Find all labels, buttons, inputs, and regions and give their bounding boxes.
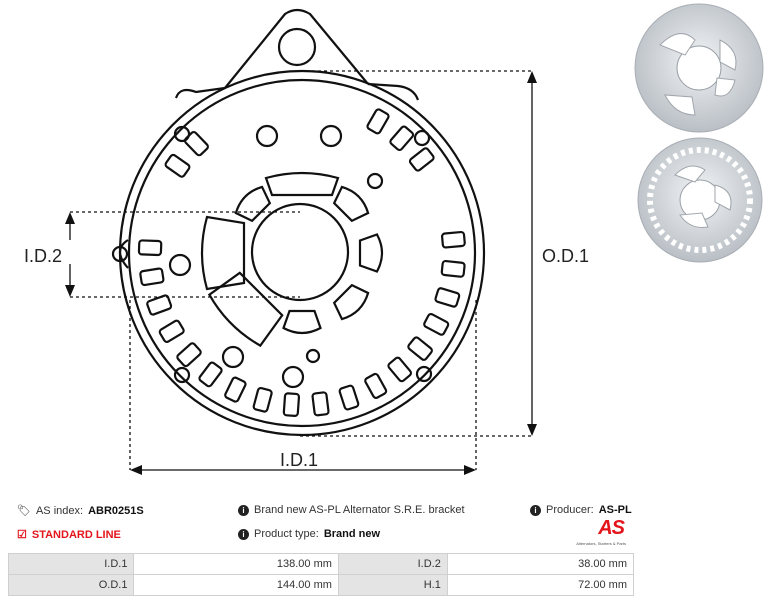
info-icon: i xyxy=(238,528,249,540)
as-index: 🏷 AS index: ABR0251S xyxy=(17,504,144,518)
od1-label: O.D.1 xyxy=(542,246,589,266)
vent-slot xyxy=(252,386,273,413)
spoke-cutout xyxy=(234,185,272,223)
mounting-hole xyxy=(415,365,433,383)
product-photo-bottom xyxy=(637,137,763,263)
mounting-hole xyxy=(173,366,191,384)
vent-slot xyxy=(423,312,450,336)
vent-slot xyxy=(311,391,330,417)
spoke-cutout xyxy=(282,309,322,335)
vent-slot xyxy=(440,259,466,278)
center-hub xyxy=(250,202,350,302)
vent-slot xyxy=(183,131,209,157)
spec-label: H.1 xyxy=(337,574,448,596)
mounting-hole xyxy=(255,124,279,148)
id2-label: I.D.2 xyxy=(24,246,62,266)
vent-slot xyxy=(387,356,413,383)
spec-value: 144.00 mm xyxy=(133,574,339,596)
standard-line-badge: ☑ STANDARD LINE xyxy=(17,528,121,542)
vent-slot xyxy=(146,294,173,316)
mounting-hole xyxy=(319,124,343,148)
id1-label: I.D.1 xyxy=(280,450,318,470)
vent-slot xyxy=(164,153,191,178)
mounting-hole xyxy=(366,172,384,190)
mounting-hole xyxy=(305,348,321,364)
spec-label: I.D.2 xyxy=(337,553,448,575)
spec-label: I.D.1 xyxy=(7,553,135,575)
mounting-hole xyxy=(173,125,191,143)
spoke-cutout xyxy=(264,171,340,197)
vent-slot xyxy=(158,319,185,343)
inner-ring xyxy=(127,78,477,428)
as-pl-logo: AS Alternators, Starters & Parts xyxy=(576,517,626,546)
spoke-cutout xyxy=(358,233,384,273)
mounting-hole xyxy=(413,129,431,147)
vent-slot xyxy=(408,147,435,172)
dimension-arrows xyxy=(65,71,537,475)
info-icon: i xyxy=(530,504,541,516)
vent-slot xyxy=(364,372,388,399)
vent-slot xyxy=(441,230,466,249)
vent-slot xyxy=(434,287,461,308)
mounting-hole xyxy=(168,253,192,277)
description: i Brand new AS-PL Alternator S.R.E. brac… xyxy=(238,504,465,516)
ear-hole xyxy=(277,27,317,67)
tag-icon: 🏷 xyxy=(17,505,31,517)
as-index-value: ABR0251S xyxy=(88,504,144,517)
vent-slot xyxy=(224,376,247,403)
vent-slot xyxy=(137,239,163,257)
spoke-cutout xyxy=(332,283,370,321)
spoke-cutout xyxy=(200,215,246,291)
product-type: i Product type: Brand new xyxy=(238,528,380,540)
checkbox-icon: ☑ xyxy=(17,529,27,541)
mounting-hole xyxy=(281,365,305,389)
mounting-hole xyxy=(221,345,245,369)
spoke-cutout xyxy=(207,271,284,348)
vent-slot xyxy=(366,108,390,135)
spoke-cutout xyxy=(332,185,370,223)
bracket-outline xyxy=(111,8,486,437)
vent-slot xyxy=(407,336,433,361)
mounting-ear xyxy=(224,8,369,89)
product-photo-top xyxy=(634,3,764,133)
dimension-lines xyxy=(69,70,533,471)
spec-value: 138.00 mm xyxy=(133,553,339,575)
info-icon: i xyxy=(238,504,249,516)
vent-slot xyxy=(338,384,360,411)
spec-label: O.D.1 xyxy=(7,574,135,596)
technical-drawing: I.D.2 O.D.1 I.D.1 xyxy=(24,3,764,475)
spec-value: 38.00 mm xyxy=(446,553,635,575)
vent-slot xyxy=(389,125,415,152)
vent-slot xyxy=(198,361,223,388)
vent-slot xyxy=(176,342,202,368)
producer: i Producer: AS-PL xyxy=(530,504,632,516)
vent-slot xyxy=(139,267,165,287)
spec-value: 72.00 mm xyxy=(446,574,635,596)
vent-slot xyxy=(282,392,301,417)
